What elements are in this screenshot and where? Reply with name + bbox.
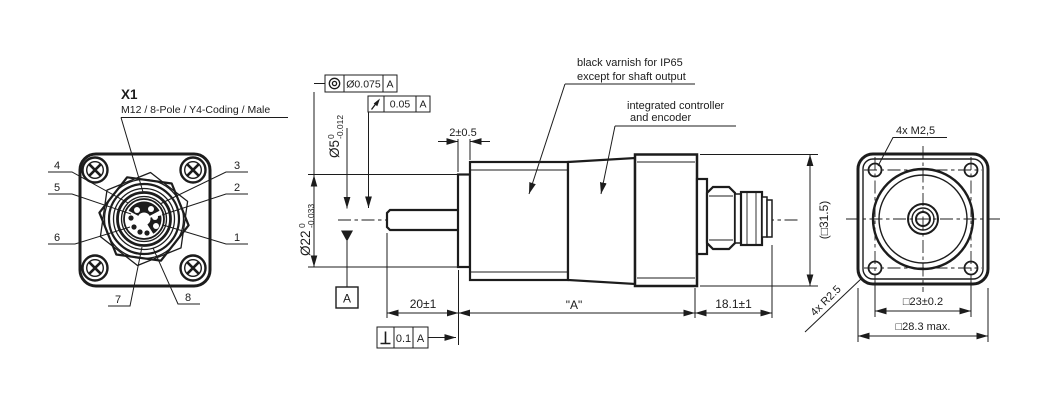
motor-body-outline bbox=[468, 160, 570, 282]
dim-boss-diameter: Ø22 0 -0.033 bbox=[297, 92, 458, 268]
pin-number-6: 6 bbox=[54, 232, 60, 244]
shaft-outline bbox=[385, 208, 464, 232]
end-view-centerlines bbox=[846, 146, 1000, 292]
body-edge-lines bbox=[470, 161, 695, 279]
fcf-concentricity-datum: A bbox=[386, 79, 393, 91]
connector-pins bbox=[128, 206, 159, 236]
dim-shaft-length: 20±1 bbox=[386, 233, 459, 345]
pin-number-3: 3 bbox=[234, 160, 240, 172]
shaft-dia-tol-lower: -0.012 bbox=[335, 115, 345, 139]
side-view: black varnish for IP65 except for shaft … bbox=[297, 57, 831, 349]
datum-triangle-icon bbox=[341, 230, 353, 242]
boss-dia-tol-lower: -0.033 bbox=[306, 204, 316, 228]
dim-housing-square: (□31.5) bbox=[700, 154, 831, 287]
pin-number-2: 2 bbox=[234, 182, 240, 194]
shaft-dia-text: Ø5 bbox=[327, 140, 342, 158]
fcf-perpendicularity-datum: A bbox=[417, 333, 425, 345]
note-controller: integrated controller and encoder bbox=[599, 100, 736, 195]
datum-a-letter: A bbox=[343, 292, 351, 306]
note-varnish-line2: except for shaft output bbox=[577, 71, 686, 83]
pin-number-4: 4 bbox=[54, 160, 60, 172]
pilot-boss-outline bbox=[456, 173, 472, 269]
end-view: 4x M2,5 4x R2.5 □23±0.2 □28.3 max. bbox=[804, 125, 1000, 342]
dim-flange-square: □28.3 max. bbox=[857, 288, 989, 342]
dim-rear-length: 18.1±1 bbox=[695, 245, 773, 318]
dim-boss-protrusion-text: 2±0.5 bbox=[449, 127, 476, 139]
rear-housing-outline bbox=[633, 153, 699, 288]
rear-connector-outline bbox=[695, 177, 773, 256]
dim-flange-square-text: □28.3 max. bbox=[896, 321, 951, 333]
fcf-concentricity: Ø0.075 A bbox=[314, 74, 398, 93]
note-varnish: black varnish for IP65 except for shaft … bbox=[528, 57, 695, 195]
dim-rear-length-text: 18.1±1 bbox=[715, 297, 752, 311]
note-controller-line2: and encoder bbox=[630, 112, 691, 124]
fcf-perpendicularity: 0.1 A bbox=[376, 326, 456, 349]
dim-body-length-text: "A" bbox=[566, 298, 583, 312]
pin-number-7: 7 bbox=[115, 294, 121, 306]
dim-hole-spacing-text: □23±0.2 bbox=[903, 296, 943, 308]
shaft-dia-tol-upper: 0 bbox=[326, 134, 336, 139]
runout-symbol-icon bbox=[370, 98, 380, 110]
flange-screw-icons bbox=[81, 156, 207, 282]
coding-key-top bbox=[128, 201, 160, 216]
fcf-perpendicularity-value: 0.1 bbox=[396, 333, 411, 345]
dim-shaft-diameter: Ø5 0 -0.012 bbox=[326, 115, 351, 209]
corner-radius-text: 4x R2.5 bbox=[808, 283, 843, 318]
pin-number-8: 8 bbox=[185, 292, 191, 304]
dim-boss-protrusion: 2±0.5 bbox=[438, 127, 490, 172]
fcf-runout: 0.05 A bbox=[365, 95, 431, 208]
connector-label: X1 bbox=[121, 87, 138, 102]
note-varnish-line1: black varnish for IP65 bbox=[577, 57, 683, 69]
m12-connector-face bbox=[98, 171, 190, 267]
connector-subtitle: M12 / 8-Pole / Y4-Coding / Male bbox=[121, 104, 270, 116]
boss-dia-text: Ø22 bbox=[298, 230, 313, 256]
concentricity-symbol-icon bbox=[328, 77, 341, 90]
datum-a-symbol: A bbox=[335, 230, 359, 309]
fcf-runout-datum: A bbox=[419, 99, 426, 111]
fcf-concentricity-value: Ø0.075 bbox=[346, 79, 381, 91]
thread-callout-text: 4x M2,5 bbox=[896, 125, 935, 137]
pin-number-5: 5 bbox=[54, 182, 60, 194]
boss-dia-tol-upper: 0 bbox=[297, 223, 307, 228]
pin-callouts: 4 5 6 3 2 1 7 8 bbox=[48, 160, 248, 307]
connector-flange-outline bbox=[78, 152, 212, 288]
dim-shaft-length-text: 20±1 bbox=[410, 297, 437, 311]
note-controller-line1: integrated controller bbox=[627, 100, 725, 112]
dim-body-length: "A" bbox=[458, 288, 696, 318]
dim-hole-spacing: □23±0.2 bbox=[874, 281, 972, 317]
pin-number-1: 1 bbox=[234, 232, 240, 244]
connector-title-leader bbox=[120, 117, 288, 193]
perpendicularity-symbol-icon bbox=[380, 331, 391, 345]
connector-face-view: X1 M12 / 8-Pole / Y4-Coding / Male 4 5 6… bbox=[48, 87, 288, 307]
dim-housing-square-text: (□31.5) bbox=[817, 201, 831, 240]
controller-body-outline bbox=[566, 156, 637, 286]
thread-callout: 4x M2,5 bbox=[877, 125, 947, 167]
fcf-runout-value: 0.05 bbox=[390, 99, 411, 111]
